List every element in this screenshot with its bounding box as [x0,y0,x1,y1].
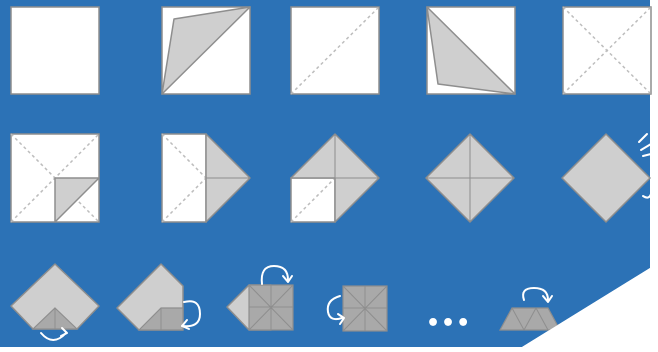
step-3-diagonal-crease [291,7,379,94]
continuation-ellipsis: ••• [426,313,471,335]
step-4-diagonal-fold-top-left [427,7,515,94]
step-2-diagonal-fold-top-right [162,7,250,94]
step-5-both-diagonal-creases [563,7,651,94]
step-6-fold-bottom-right-corner-in [11,134,99,222]
step-1-blank-square [11,7,99,94]
